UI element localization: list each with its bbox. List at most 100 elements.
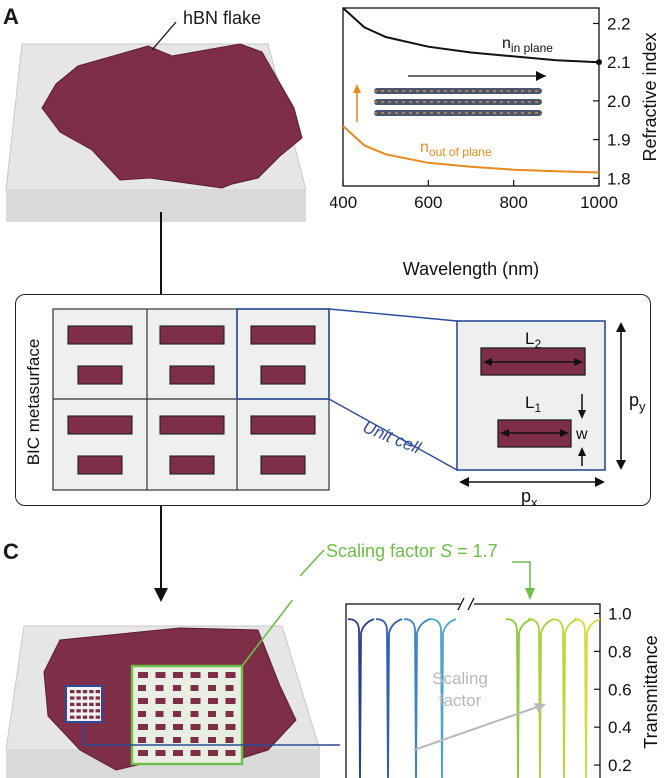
small-array-bar	[95, 715, 100, 719]
metasurface-bar-short	[260, 365, 306, 385]
large-array-bar	[190, 685, 199, 691]
chart-c-ylabel: Transmittance	[641, 635, 661, 748]
chart-a-ylabel: Refractive index	[640, 32, 660, 161]
large-array-bar	[138, 698, 148, 704]
small-array-bar	[76, 709, 81, 713]
resonance-line-6	[551, 618, 579, 778]
chart-c-ytick-label: 0.8	[608, 642, 632, 661]
label-py: py	[629, 390, 646, 414]
bic-metasurface-frame	[15, 294, 651, 506]
large-array-bar	[138, 685, 146, 691]
resonance-line-5	[527, 618, 555, 778]
metasurface-bar-long	[250, 325, 316, 345]
scaling-factor-callout: Scaling factor S = 1.7	[300, 541, 535, 600]
resonance-line-2	[403, 618, 431, 778]
label-L2: L2	[525, 329, 541, 351]
small-array-bar	[70, 702, 75, 706]
label-w: w	[575, 426, 588, 443]
small-array-bar	[76, 702, 81, 706]
metasurface-bar-short	[77, 365, 123, 385]
connector-b-c	[160, 506, 162, 592]
resonance-line-7	[573, 618, 601, 778]
large-array-bar	[155, 698, 166, 704]
metasurface-bar-short	[260, 455, 306, 475]
large-array-bar	[208, 698, 218, 704]
large-metasurface	[130, 664, 244, 766]
bic-metasurface-label: BIC metasurface	[24, 339, 43, 466]
large-array-bar	[155, 737, 164, 743]
small-array-bar	[95, 702, 100, 706]
substrate-side	[6, 190, 306, 222]
large-array-bar	[225, 711, 234, 717]
resonance-line-3	[429, 618, 457, 778]
panel-c-device-illustration	[5, 600, 340, 778]
metasurface-bar-short	[77, 455, 123, 475]
large-array-bar	[208, 724, 218, 730]
large-array-bar	[225, 698, 236, 704]
resonance-line-4	[505, 618, 533, 778]
large-array-bar	[225, 750, 236, 756]
label-px: px	[521, 486, 538, 506]
panel-a-flake-illustration	[5, 21, 307, 222]
large-array-bar	[208, 750, 218, 756]
chart-a-xtick-label: 1000	[580, 193, 618, 212]
small-array-bar	[76, 715, 81, 719]
large-array-bar	[208, 685, 216, 691]
large-array-bar	[190, 711, 199, 717]
transmittance-chart: 1.00.80.60.40.2 Scaling factor Transmitt…	[345, 597, 661, 778]
label-L1: L1	[525, 393, 541, 415]
chart-a-ytick-label: 2.2	[607, 14, 631, 33]
flake-leader-line	[151, 21, 177, 51]
small-array-bar	[89, 690, 94, 694]
large-array-bar	[190, 750, 201, 756]
large-array-bar	[190, 672, 201, 678]
chart-a-ytick-label: 2.0	[607, 92, 631, 111]
small-array-bar	[76, 690, 81, 694]
small-array-bar	[70, 696, 75, 700]
metasurface-bar-long	[250, 415, 316, 435]
large-array-bar	[155, 672, 166, 678]
bic-metasurface-diagram: BIC metasurface Unit cell L2 L1 w py px	[24, 308, 646, 506]
large-array-bar	[208, 711, 216, 717]
large-array-bar	[173, 672, 183, 678]
small-array-bar	[82, 696, 88, 700]
large-array-bar	[173, 685, 181, 691]
metasurface-bar-short	[169, 365, 215, 385]
chart-c-ytick-label: 0.6	[608, 680, 632, 699]
chart-a-frame	[342, 7, 600, 187]
large-array-bar	[138, 750, 148, 756]
small-array-bar	[82, 715, 88, 719]
large-array-bar	[208, 737, 216, 743]
small-array-bar	[95, 690, 100, 694]
large-array-bar	[138, 737, 146, 743]
chart-c-ytick-label: 0.4	[608, 718, 632, 737]
large-array-bar	[155, 750, 166, 756]
resonance-line-0	[347, 618, 375, 778]
small-array-bar	[89, 696, 94, 700]
large-array-bar	[155, 685, 164, 691]
chart-a-ytick-label: 1.8	[607, 169, 631, 188]
large-array-bar	[173, 750, 183, 756]
large-array-bar	[173, 737, 181, 743]
resonance-line-1	[375, 618, 403, 778]
unit-cell-label: Unit cell	[360, 417, 424, 458]
hbn-flake	[41, 43, 303, 189]
metasurface-bar-long	[67, 415, 133, 435]
chart-a-ytick-label: 1.9	[607, 131, 631, 150]
n-out-of-plane-label: nout of plane	[420, 139, 492, 159]
large-array-bar	[173, 724, 183, 730]
small-array-bar	[70, 715, 75, 719]
highlighted-unit-cell	[236, 308, 330, 400]
chart-c-ytick-label: 0.2	[608, 756, 632, 775]
chart-a-ytick-label: 2.1	[607, 53, 631, 72]
chart-c-ytick-label: 1.0	[608, 604, 632, 623]
connector-a-b	[160, 212, 162, 294]
chart-a-xtick-label: 600	[414, 193, 442, 212]
metasurface-bar-short	[169, 455, 215, 475]
small-array-bar	[95, 709, 100, 713]
series-line-1	[342, 125, 600, 174]
series-line-0	[342, 7, 600, 64]
large-array-bar	[225, 724, 236, 730]
scaling-factor-arrow-text-1: Scaling	[432, 669, 488, 688]
